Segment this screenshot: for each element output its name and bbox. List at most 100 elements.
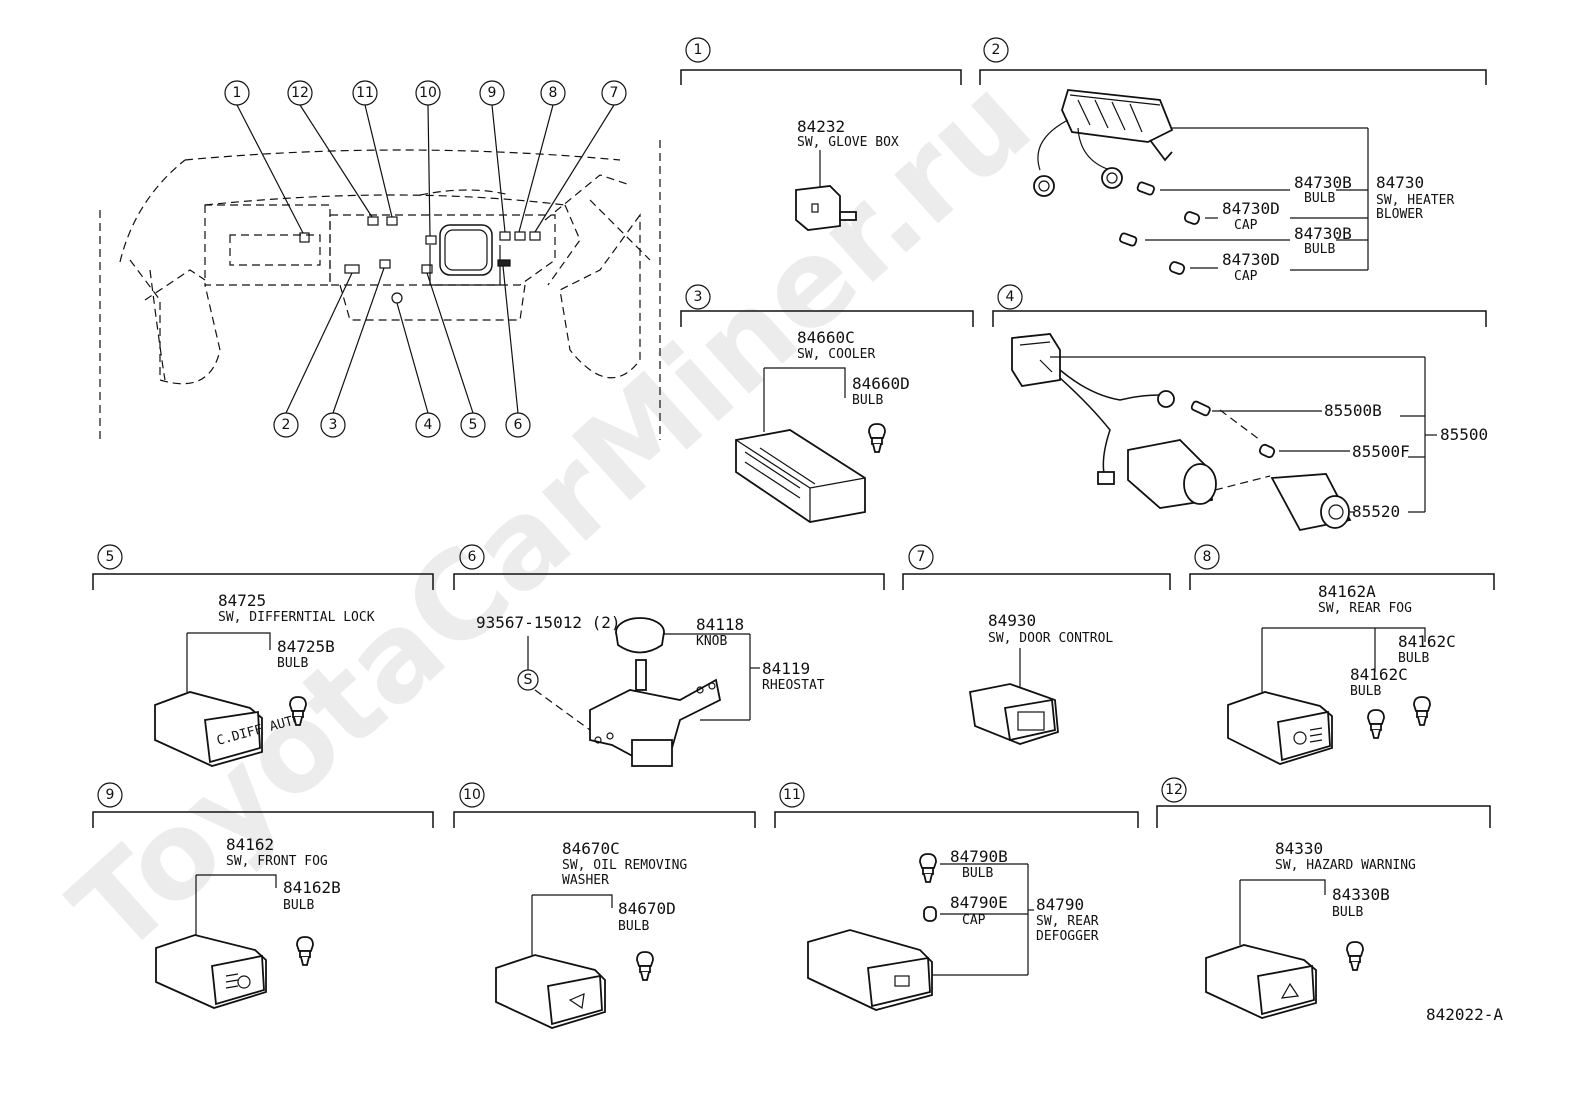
bulb-part-number: 84162C bbox=[1398, 632, 1456, 651]
section-6-rheostat: 6 93567-15012 (2) S 84118 KNOB 84119 RHE… bbox=[453, 544, 885, 767]
section-number: 12 bbox=[1165, 782, 1183, 798]
section-2-heater-blower: 2 84730B BULB 84730D CAP 84730B BULB 847… bbox=[979, 37, 1487, 284]
section-number: 7 bbox=[917, 549, 926, 565]
callout-12: 12 bbox=[291, 85, 309, 101]
callout-1: 1 bbox=[233, 85, 242, 101]
bulb-label: BULB bbox=[277, 656, 308, 671]
part-number: 84790 bbox=[1036, 895, 1084, 914]
part-number: 84930 bbox=[988, 611, 1036, 630]
bulb-part-number: 84730B bbox=[1294, 173, 1352, 192]
part-number: 84162A bbox=[1318, 582, 1376, 601]
part-number: 84730 bbox=[1376, 173, 1424, 192]
screw-part-number: 93567-15012 (2) bbox=[476, 613, 621, 632]
section-number: 6 bbox=[468, 549, 477, 565]
bulb-part-number: 84730B bbox=[1294, 224, 1352, 243]
section-7-door-control: 7 84930 SW, DOOR CONTROL bbox=[902, 544, 1171, 745]
part-name: DEFOGGER bbox=[1036, 929, 1099, 944]
part-number: 84330 bbox=[1275, 839, 1323, 858]
bulb-label: BULB bbox=[283, 898, 314, 913]
section-8-rear-fog: 8 84162A SW, REAR FOG 84162C BULB 84162C… bbox=[1189, 544, 1495, 765]
section-4-cigarette-lighter: 4 85500B 85500F 85520 85500 bbox=[992, 284, 1488, 532]
part-number: 84670C bbox=[562, 839, 620, 858]
dashboard-overview bbox=[99, 104, 661, 440]
section-number: 2 bbox=[992, 42, 1001, 58]
cooler-switch bbox=[735, 429, 866, 523]
part-name: SW, HAZARD WARNING bbox=[1275, 858, 1416, 873]
cap-label: CAP bbox=[1234, 218, 1258, 233]
part-number: 85500 bbox=[1440, 425, 1488, 444]
bulb-part-number: 84660D bbox=[852, 374, 910, 393]
section-9-front-fog: 9 84162 SW, FRONT FOG 84162B BULB bbox=[92, 782, 434, 1009]
callout-9: 9 bbox=[488, 85, 497, 101]
bulb-label: BULB bbox=[1304, 242, 1335, 257]
part-name: SW, DIFFERNTIAL LOCK bbox=[218, 610, 375, 625]
cap-part-number: 84730D bbox=[1222, 250, 1280, 269]
overview-callouts: 1 12 11 10 9 8 7 2 3 4 5 6 bbox=[224, 80, 627, 438]
rheostat bbox=[589, 678, 722, 761]
cap-label: CAP bbox=[1234, 269, 1258, 284]
part-number: 84232 bbox=[797, 117, 845, 136]
section-number: 11 bbox=[783, 787, 801, 803]
bulb-label: BULB bbox=[852, 393, 883, 408]
knob-label: KNOB bbox=[696, 634, 727, 649]
callout-2: 2 bbox=[282, 417, 291, 433]
callout-7: 7 bbox=[610, 85, 619, 101]
part-name: SW, REAR bbox=[1036, 914, 1099, 929]
bulb-part-number: 84790B bbox=[950, 847, 1008, 866]
part-name: SW, DOOR CONTROL bbox=[988, 631, 1113, 646]
callout-8: 8 bbox=[549, 85, 558, 101]
callout-4: 4 bbox=[424, 417, 433, 433]
sub-part-number: 85500F bbox=[1352, 442, 1410, 461]
bulb-label: BULB bbox=[1398, 651, 1429, 666]
bulb-label: BULB bbox=[962, 866, 993, 881]
part-name: SW, COOLER bbox=[797, 347, 875, 362]
watermark: ToyotaCarMiner.ru bbox=[46, 52, 1057, 982]
cap-label: CAP bbox=[962, 913, 986, 928]
section-12-hazard-warning: 12 84330 SW, HAZARD WARNING 84330B BULB bbox=[1156, 777, 1491, 1019]
part-number: 84725 bbox=[218, 591, 266, 610]
part-name: WASHER bbox=[562, 873, 609, 888]
callout-6: 6 bbox=[514, 417, 523, 433]
callout-3: 3 bbox=[329, 417, 338, 433]
connector bbox=[1011, 333, 1061, 387]
part-name: BLOWER bbox=[1376, 207, 1423, 222]
section-number: 1 bbox=[694, 42, 703, 58]
bulb-label: BULB bbox=[1350, 684, 1381, 699]
part-name: SW, OIL REMOVING bbox=[562, 858, 687, 873]
drawing-number: 842022-A bbox=[1426, 1005, 1503, 1024]
callout-11: 11 bbox=[356, 85, 374, 101]
callout-5: 5 bbox=[469, 417, 478, 433]
bulb-part-number: 84162C bbox=[1350, 665, 1408, 684]
knob-part-number: 84118 bbox=[696, 615, 744, 634]
rheostat-label: RHEOSTAT bbox=[762, 678, 825, 693]
part-name: SW, GLOVE BOX bbox=[797, 135, 899, 150]
callout-10: 10 bbox=[419, 85, 437, 101]
section-10-oil-removing-washer: 10 84670C SW, OIL REMOVING WASHER 84670D… bbox=[453, 782, 756, 1029]
cap-part-number: 84790E bbox=[950, 893, 1008, 912]
bulb-label: BULB bbox=[1332, 905, 1363, 920]
cap-part-number: 84730D bbox=[1222, 199, 1280, 218]
bulb-label: BULB bbox=[1304, 191, 1335, 206]
bulb-part-number: 84670D bbox=[618, 899, 676, 918]
rheostat-part-number: 84119 bbox=[762, 659, 810, 678]
section-number: 9 bbox=[106, 787, 115, 803]
part-number: 84162 bbox=[226, 835, 274, 854]
section-number: 4 bbox=[1006, 289, 1015, 305]
part-name: SW, REAR FOG bbox=[1318, 601, 1412, 616]
section-number: 10 bbox=[463, 787, 481, 803]
section-number: 3 bbox=[694, 289, 703, 305]
section-3-cooler: 3 84660C SW, COOLER 84660D BULB bbox=[680, 284, 974, 523]
part-name: SW, FRONT FOG bbox=[226, 854, 328, 869]
section-number: 8 bbox=[1203, 549, 1212, 565]
bulb-part-number: 84725B bbox=[277, 637, 335, 656]
screw-symbol: S bbox=[524, 672, 533, 688]
part-name: SW, HEATER bbox=[1376, 193, 1454, 208]
part-number: 84660C bbox=[797, 328, 855, 347]
sub-part-number: 85500B bbox=[1324, 401, 1382, 420]
section-11-rear-defogger: 11 84790B BULB 84790E CAP 84790 SW, REAR… bbox=[774, 782, 1139, 1011]
section-1-glove-box: 1 84232 SW, GLOVE BOX bbox=[680, 37, 962, 231]
bulb-part-number: 84162B bbox=[283, 878, 341, 897]
section-number: 5 bbox=[106, 549, 115, 565]
